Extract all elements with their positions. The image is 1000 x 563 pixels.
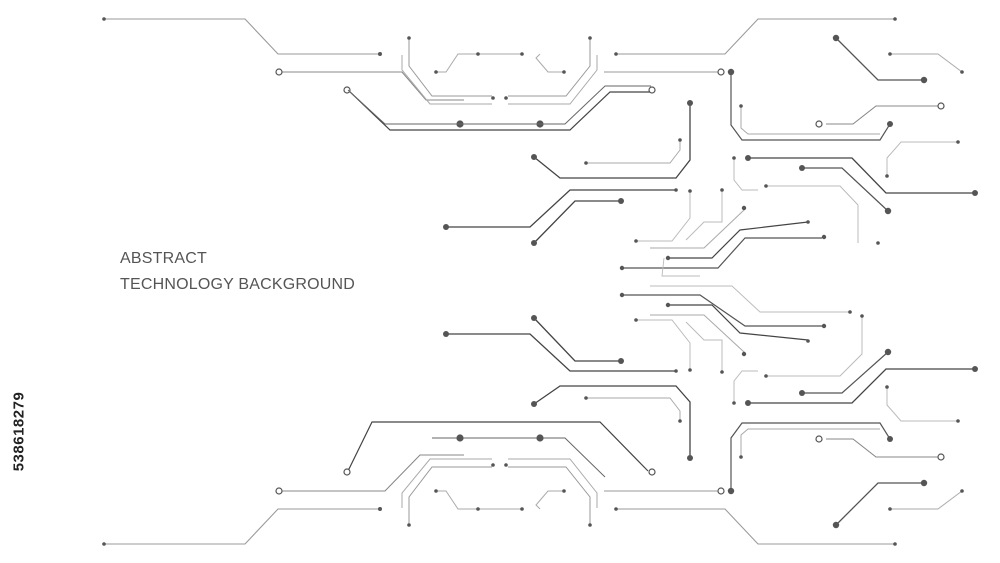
circuit-bottom-half <box>102 285 978 546</box>
stock-id-label: 538618279 <box>2 326 36 536</box>
circuit-top-half <box>102 17 978 277</box>
headline: ABSTRACT TECHNOLOGY BACKGROUND <box>120 246 355 298</box>
headline-line-1: ABSTRACT <box>120 250 207 267</box>
headline-line-2: TECHNOLOGY BACKGROUND <box>120 276 356 293</box>
trace <box>104 18 380 55</box>
stock-id-text: 538618279 <box>10 391 28 471</box>
